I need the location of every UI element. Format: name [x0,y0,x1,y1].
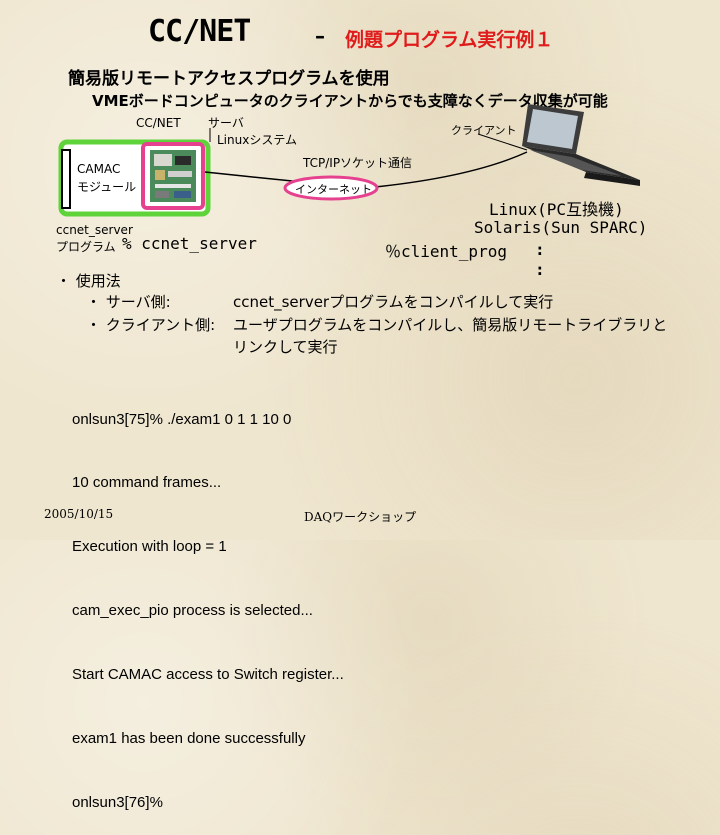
tcp-label: TCP/IPソケット通信 [303,154,412,171]
camac-rack [62,150,70,208]
camac-module-label: モジュール [77,178,136,195]
usage-client-key: ・ クライアント側: [86,314,215,335]
ccnet-board-image [150,150,196,202]
usage-client-value: ユーザプログラムをコンパイルし、簡易版リモートライブラリと [233,314,667,335]
client-label: クライアント [451,122,517,138]
terminal-line: Start CAMAC access to Switch register... [72,664,344,685]
ccnet-label: CC/NET [136,116,181,130]
server-label: サーバ [208,114,244,131]
terminal-output: onlsun3[75]% ./exam1 0 1 1 10 0 10 comma… [72,366,344,835]
colon-mark-1: : [535,240,545,259]
footer-date: 2005/10/15 [44,507,113,521]
internet-label: インターネット [295,181,372,197]
solaris-label: Solaris(Sun SPARC) [474,218,647,237]
usage-client-value-cont: リンクして実行 [233,336,338,357]
usage-server-value: ccnet_serverプログラムをコンパイルして実行 [233,291,553,312]
server-command: % ccnet_server [122,234,257,253]
terminal-line: exam1 has been done successfully [72,728,344,749]
linux-label: Linux(PC互換機) [489,196,624,220]
usage-server-key: ・ サーバ側: [86,291,171,312]
footer-event: DAQワークショップ [304,508,416,525]
client-command: ％client_prog [385,238,507,262]
terminal-line: 10 command frames... [72,472,344,493]
terminal-line: onlsun3[76]% [72,792,344,813]
server-os-label: Linuxシステム [217,131,297,148]
usage-title: ・ 使用法 [56,270,121,291]
laptop-image [522,104,640,186]
ccnet-server-program-label: プログラム [56,238,116,255]
terminal-line: onlsun3[75]% ./exam1 0 1 1 10 0 [72,409,344,430]
camac-label: CAMAC [77,162,120,176]
terminal-line: cam_exec_pio process is selected... [72,600,344,621]
colon-mark-2: : [535,260,545,279]
